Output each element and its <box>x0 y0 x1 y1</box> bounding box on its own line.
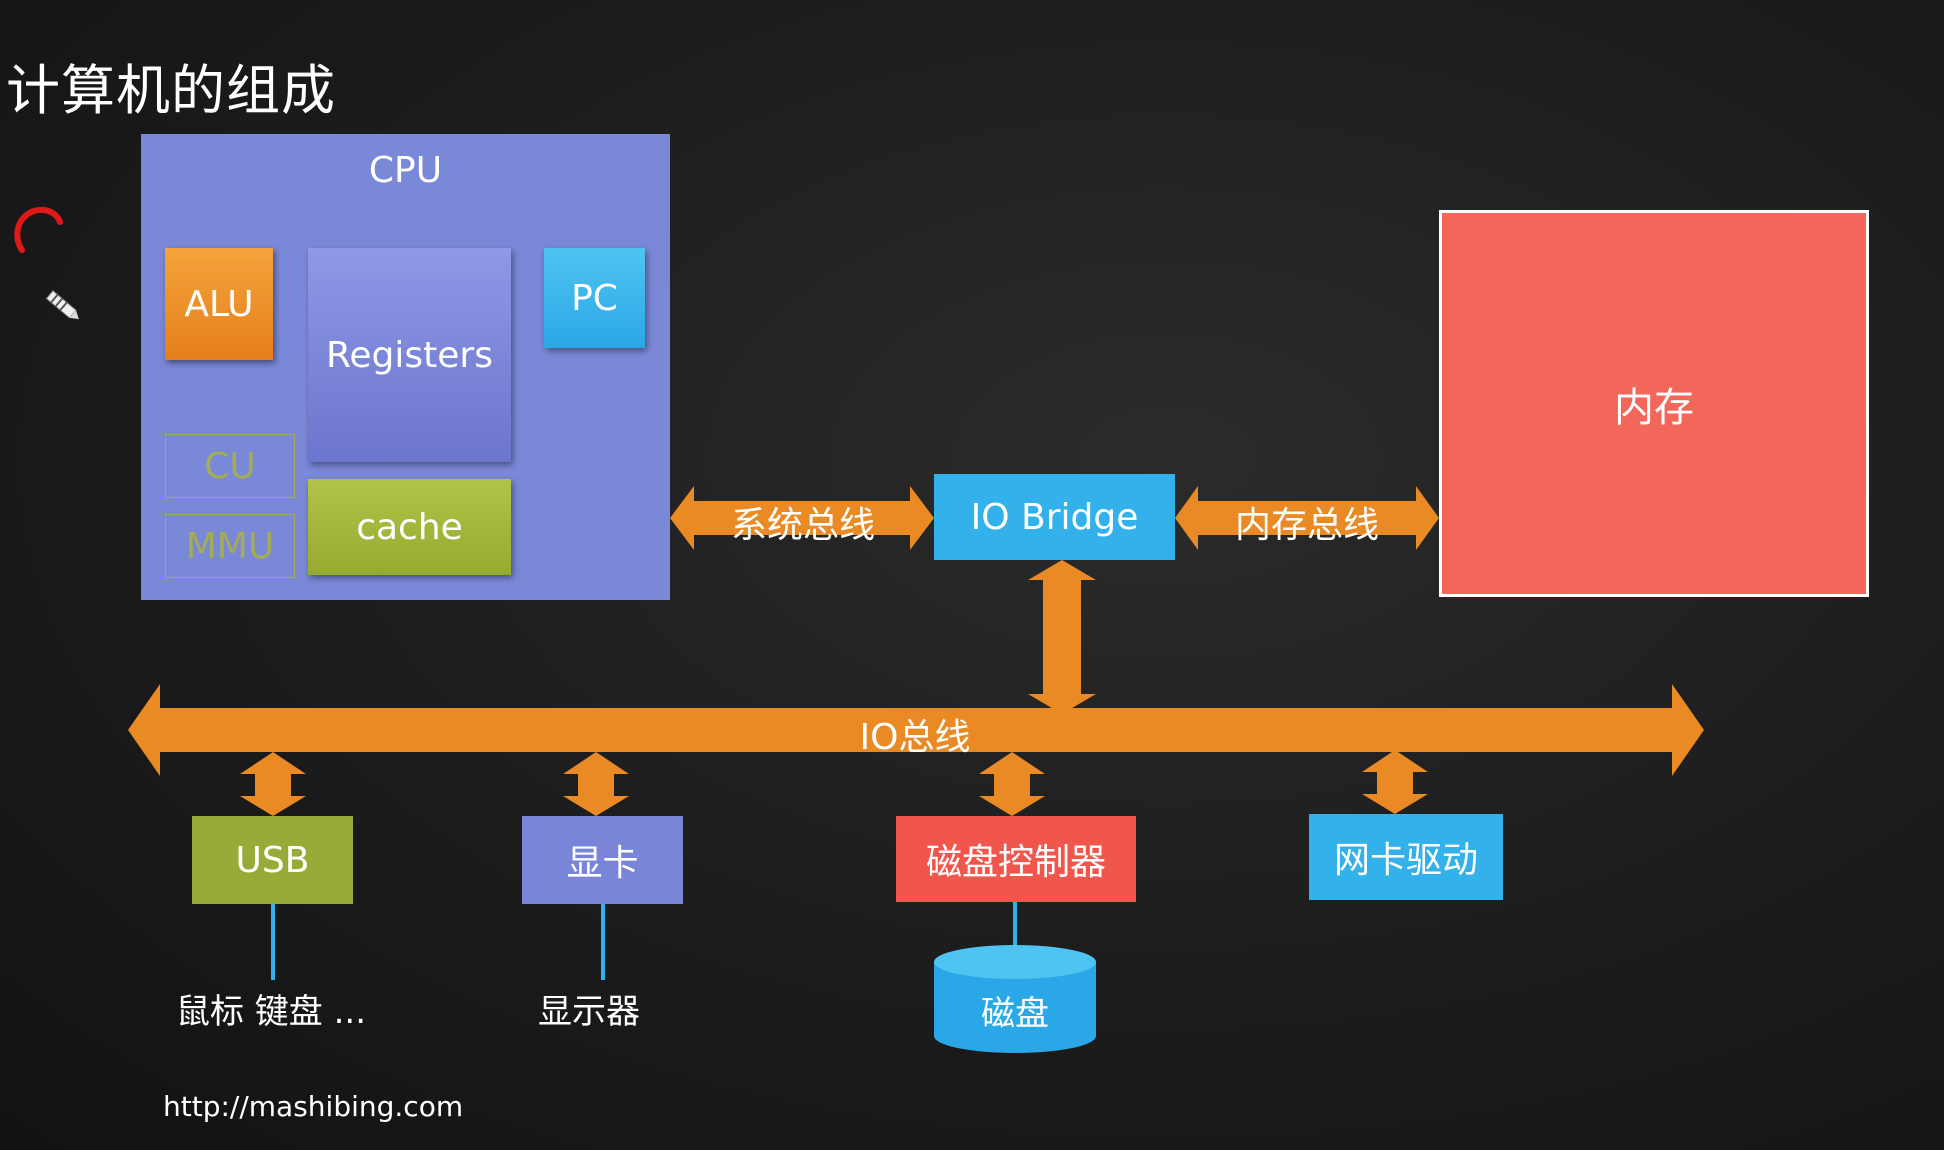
usb-block: USB <box>192 816 353 904</box>
io-bridge-block: IO Bridge <box>934 474 1175 560</box>
io-bus-arrow <box>128 684 1704 776</box>
input-devices-label: 鼠标 键盘 ... <box>176 992 367 1032</box>
disk-label: 磁盘 <box>981 994 1049 1034</box>
nic-bus-arrow <box>1362 750 1428 814</box>
cache-block: cache <box>308 479 511 575</box>
diskctl-bus-arrow <box>979 752 1045 816</box>
memory-block: 内存 <box>1439 210 1869 597</box>
disk-controller-block: 磁盘控制器 <box>896 816 1136 902</box>
nic-block: 网卡驱动 <box>1309 814 1503 900</box>
display-label: 显示器 <box>538 992 640 1032</box>
footer-url: http://mashibing.com <box>163 1090 464 1123</box>
gpu-block: 显卡 <box>522 816 683 904</box>
usb-bus-arrow <box>240 752 306 816</box>
io-bus-label: IO总线 <box>859 717 971 758</box>
gpu-bus-arrow <box>563 752 629 816</box>
cu-block: CU <box>165 434 295 498</box>
pc-block: PC <box>544 248 645 348</box>
system-bus-label: 系统总线 <box>730 505 875 546</box>
cpu-label: CPU <box>368 150 443 191</box>
registers-block: Registers <box>308 248 511 462</box>
pen-tool-icon <box>45 290 79 320</box>
alu-block: ALU <box>165 248 273 360</box>
mmu-block: MMU <box>165 514 295 578</box>
memory-bus-label: 内存总线 <box>1234 505 1379 546</box>
memory-bus-arrow <box>1175 486 1439 550</box>
disk-cylinder <box>934 945 1096 1053</box>
bridge-iobus-arrow <box>1028 560 1096 714</box>
system-bus-arrow <box>670 486 934 550</box>
slide-title: 计算机的组成 <box>6 59 336 122</box>
red-arc-cursor-icon <box>14 206 63 253</box>
